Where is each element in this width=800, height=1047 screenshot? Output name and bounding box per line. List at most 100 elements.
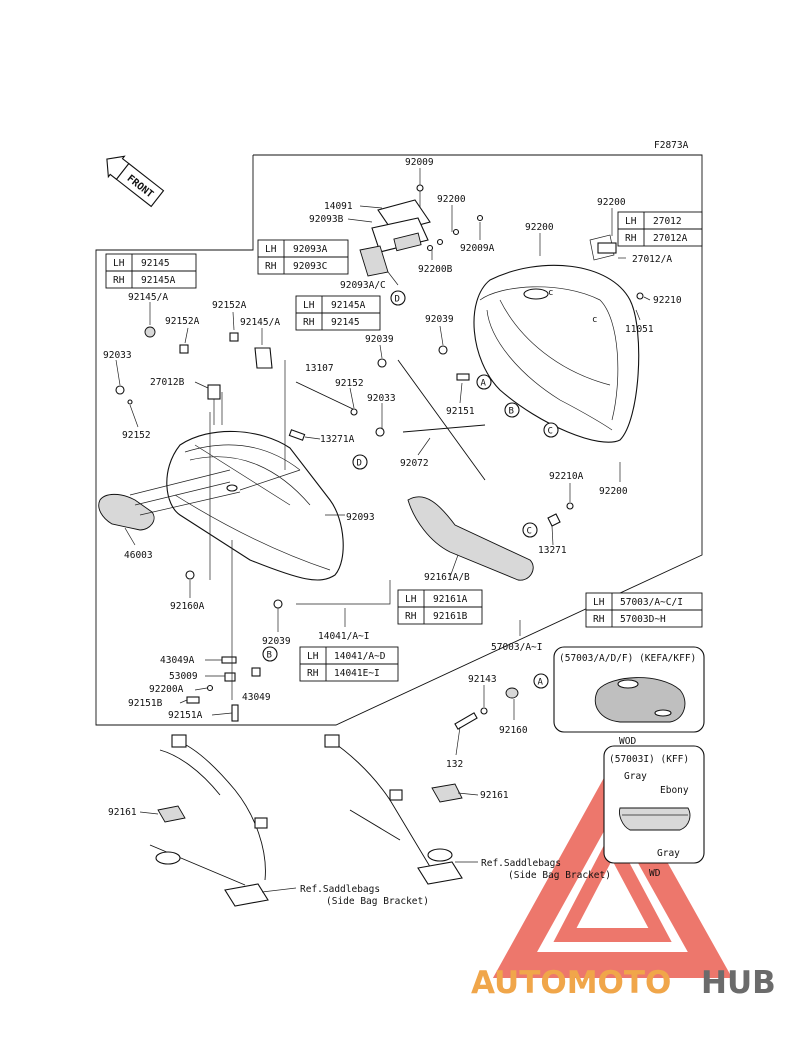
svg-text:Ref.Saddlebags: Ref.Saddlebags (300, 884, 380, 895)
bracket-left (149, 734, 269, 907)
callout: 13107 (305, 363, 334, 374)
callout: 92009A (460, 243, 495, 254)
svg-text:RH: RH (303, 317, 315, 328)
watermark-text: AUTOMOTO HUB (471, 965, 776, 1001)
callout: 92093B (309, 214, 344, 225)
svg-text:AUTOMOTO: AUTOMOTO (471, 965, 671, 1001)
svg-text:14041E~I: 14041E~I (334, 668, 380, 679)
svg-text:92145: 92145 (331, 317, 360, 328)
callout: 92151 (446, 406, 475, 417)
svg-text:LH: LH (405, 594, 417, 605)
callout: 92200 (525, 222, 554, 233)
callout: 92145/A (240, 317, 280, 328)
svg-text:LH: LH (625, 216, 637, 227)
svg-text:A: A (481, 379, 487, 389)
svg-text:92093C: 92093C (293, 261, 327, 272)
table-92093A: LH 92093A RH 92093C (257, 239, 349, 275)
callout: 92143 (468, 674, 497, 685)
callout-labels: 92009 14091 92093B 92200 92200 92200 920… (103, 157, 682, 818)
callout: 92160 (499, 725, 528, 736)
svg-text:92161A: 92161A (433, 594, 468, 605)
svg-text:Ref.Saddlebags: Ref.Saddlebags (481, 858, 561, 869)
support-rods (288, 359, 486, 481)
diagram-code: F2873A (654, 140, 689, 151)
callout: 92039 (365, 334, 394, 345)
callout: 92151A (168, 710, 203, 721)
callout: 27012/A (632, 254, 672, 265)
callout: 92009 (405, 157, 434, 168)
svg-text:(Side Bag Bracket): (Side Bag Bracket) (508, 870, 611, 881)
svg-text:RH: RH (625, 233, 637, 244)
table-57003: LH 57003/A~C/I RH 57003D~H (585, 592, 703, 628)
callout: 92072 (400, 458, 429, 469)
callout: 53009 (169, 671, 198, 682)
svg-text:c: c (548, 288, 553, 298)
svg-text:LH: LH (265, 244, 277, 255)
leader-lines (115, 168, 651, 893)
table-92145: LH 92145 RH 92145A (105, 253, 197, 289)
saddlebag-case: c c (473, 234, 640, 443)
callout: 92210 (653, 295, 682, 306)
callout: 92145/A (128, 292, 168, 303)
callout: 92161 (108, 807, 137, 818)
front-arrow: FRONT (106, 155, 165, 208)
svg-text:57003D~H: 57003D~H (620, 614, 666, 625)
svg-text:57003/A~C/I: 57003/A~C/I (620, 597, 683, 608)
callout: 132 (446, 759, 463, 770)
callout: 92151B (128, 698, 163, 709)
svg-text:HUB: HUB (701, 965, 776, 1001)
svg-text:Gray: Gray (657, 848, 680, 859)
svg-text:B: B (267, 651, 272, 661)
top-plate (359, 184, 484, 277)
liner-pad (407, 496, 534, 581)
svg-text:92093A: 92093A (293, 244, 328, 255)
callout: 92200A (149, 684, 184, 695)
callout: 92093 (346, 512, 375, 523)
svg-text:LH: LH (307, 651, 319, 662)
svg-text:D: D (357, 459, 362, 469)
callout: 92039 (262, 636, 291, 647)
callout: 92200 (597, 197, 626, 208)
svg-text:Ebony: Ebony (660, 785, 689, 796)
svg-text:RH: RH (405, 611, 417, 622)
callout: 92152 (122, 430, 151, 441)
callout: 92200B (418, 264, 453, 275)
saddlebag-lid (166, 430, 344, 581)
svg-text:14041/A~D: 14041/A~D (334, 651, 386, 662)
table-14041: LH 14041/A~D RH 14041E~I (299, 646, 399, 682)
callout: 92160A (170, 601, 205, 612)
callout: 13271 (538, 545, 567, 556)
svg-text:WOD: WOD (619, 736, 636, 747)
svg-text:LH: LH (303, 300, 315, 311)
svg-text:RH: RH (265, 261, 277, 272)
callout: 46003 (124, 550, 153, 561)
table-92145A: LH 92145A RH 92145 (295, 295, 381, 331)
callout: 92210A (549, 471, 584, 482)
svg-text:92145A: 92145A (331, 300, 366, 311)
table-27012: LH 27012 RH 27012A (617, 211, 703, 247)
svg-text:(57003I) (KFF): (57003I) (KFF) (609, 754, 689, 765)
svg-text:92145: 92145 (141, 258, 170, 269)
svg-text:D: D (395, 295, 400, 305)
callout: 92093A/C (340, 280, 386, 291)
svg-text:WD: WD (649, 868, 661, 879)
callout: 92039 (425, 314, 454, 325)
callout: 14091 (324, 201, 353, 212)
callout: 14041/A~I (318, 631, 369, 642)
callout: 92161 (480, 790, 509, 801)
callout: 43049 (242, 692, 271, 703)
callout: 92152A (212, 300, 247, 311)
callout: 57003/A~I (491, 642, 542, 653)
svg-text:RH: RH (593, 614, 605, 625)
svg-text:A: A (538, 678, 544, 688)
callout: 27012B (150, 377, 185, 388)
callout: 43049A (160, 655, 195, 666)
callout: 92152A (165, 316, 200, 327)
svg-text:RH: RH (307, 668, 319, 679)
callout: 92033 (367, 393, 396, 404)
callout: 92033 (103, 350, 132, 361)
letter-marks: D D A B C C B A (262, 290, 559, 689)
lid-hinge (207, 384, 223, 425)
bracket-right (324, 734, 463, 885)
